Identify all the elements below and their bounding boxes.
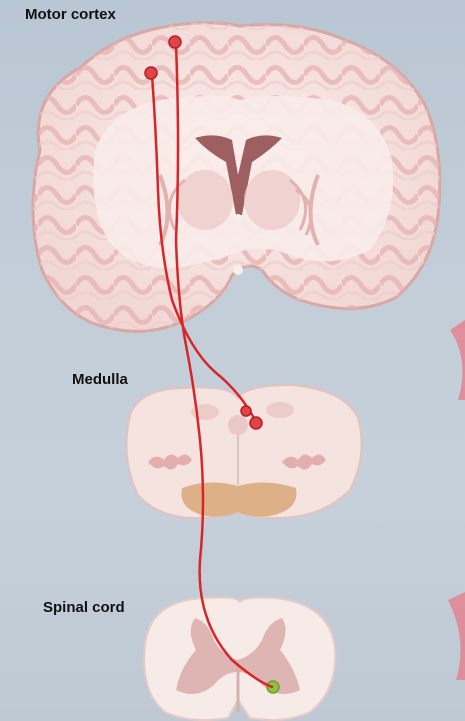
medulla-neuron-2	[250, 417, 262, 429]
medullary-pyramids	[182, 482, 297, 516]
spinal-cord-label: Spinal cord	[43, 599, 125, 616]
spinal-cord-section	[144, 598, 335, 721]
medulla-section	[126, 385, 361, 518]
medulla-neuron-1	[241, 406, 251, 416]
cortex-neuron-2	[145, 67, 157, 79]
cortex-neuron-1	[169, 36, 181, 48]
medulla-label: Medulla	[72, 371, 128, 388]
spinal-cord-outline	[144, 598, 335, 721]
brain-coronal-section	[33, 23, 440, 332]
motor-cortex-label: Motor cortex	[25, 6, 116, 23]
right-edge-fragments	[448, 320, 465, 680]
